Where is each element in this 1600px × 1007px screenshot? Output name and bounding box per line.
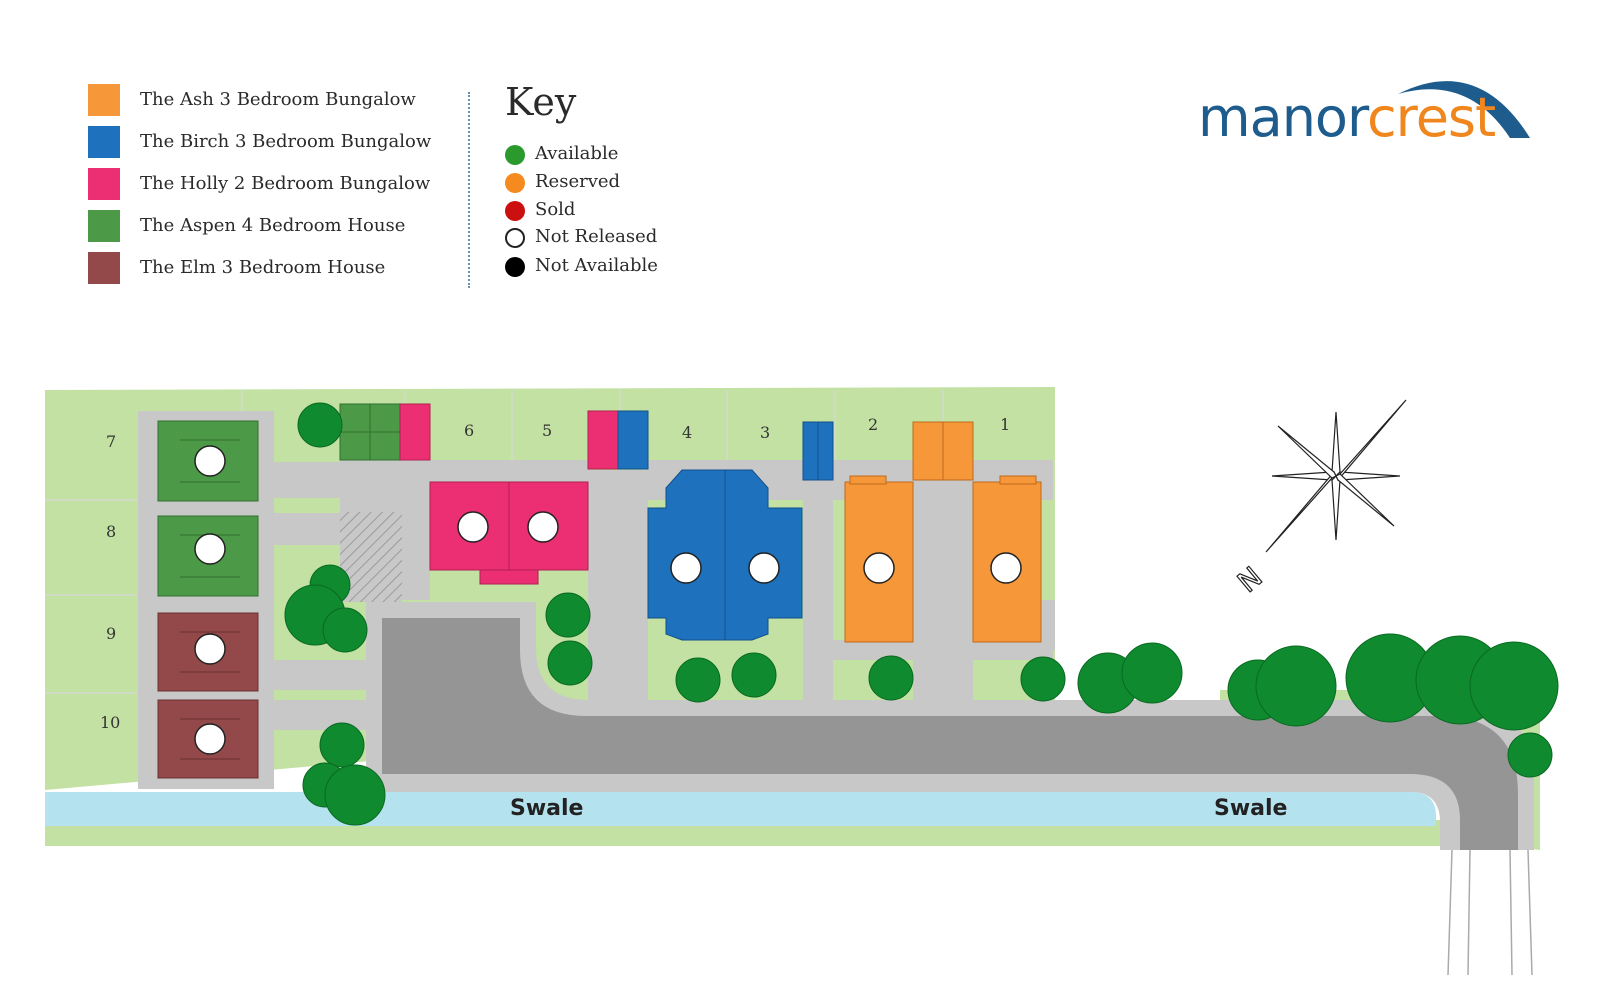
key-label: Not Available: [535, 255, 658, 276]
compass-north-label: N: [1231, 560, 1268, 599]
tree-icon: [1507, 732, 1553, 778]
key-label: Available: [535, 143, 619, 164]
plot-number-10: 10: [100, 713, 120, 732]
status-marker-plot-5[interactable]: [527, 511, 559, 543]
status-markers: [194, 445, 1022, 755]
tree-icon: [731, 652, 777, 698]
key-item-not-available: Not Available: [505, 255, 705, 279]
logo-text-crest: crest: [1366, 86, 1496, 149]
legend-swatch-elm: [88, 252, 120, 284]
swale-water: [45, 792, 1436, 826]
legend-swatch-ash: [88, 84, 120, 116]
house-plots-3-4: [647, 469, 803, 641]
status-marker-plot-3[interactable]: [748, 552, 780, 584]
tree-icon: [322, 607, 368, 653]
garage-blocks: [339, 403, 974, 481]
legend-swatch-holly: [88, 168, 120, 200]
legend-item-aspen: The Aspen 4 Bedroom House: [88, 210, 448, 242]
legend-label: The Aspen 4 Bedroom House: [140, 215, 406, 236]
legend-swatch-aspen: [88, 210, 120, 242]
status-marker-plot-6[interactable]: [457, 511, 489, 543]
plot-number-3: 3: [760, 423, 770, 442]
plot-number-2: 2: [868, 415, 878, 434]
site-entrance-lines: [1447, 849, 1533, 976]
manorcrest-logo: manorcrest: [1198, 66, 1538, 156]
legend-item-elm: The Elm 3 Bedroom House: [88, 252, 448, 284]
logo-text: manorcrest: [1198, 86, 1496, 149]
status-marker-plot-4[interactable]: [670, 552, 702, 584]
tree-icon: [324, 764, 386, 826]
status-dot-not-available: [505, 257, 525, 277]
status-dot-not-released: [505, 228, 525, 248]
tree-icon: [868, 655, 914, 701]
plot-number-4: 4: [682, 423, 692, 442]
plot-number-6: 6: [464, 421, 474, 440]
tree-icon: [1020, 656, 1066, 702]
tree-icon: [675, 657, 721, 703]
legend-label: The Holly 2 Bedroom Bungalow: [140, 173, 431, 194]
key-label: Sold: [535, 199, 576, 220]
key-item-sold: Sold: [505, 199, 705, 223]
key-label: Not Released: [535, 226, 658, 247]
legend-label: The Birch 3 Bedroom Bungalow: [140, 131, 432, 152]
swale-label-left: Swale: [510, 796, 583, 821]
legend-item-birch: The Birch 3 Bedroom Bungalow: [88, 126, 448, 158]
key-item-reserved: Reserved: [505, 171, 705, 195]
status-marker-plot-2[interactable]: [863, 552, 895, 584]
status-dot-available: [505, 145, 525, 165]
legend-item-holly: The Holly 2 Bedroom Bungalow: [88, 168, 448, 200]
plot-number-8: 8: [106, 522, 116, 541]
legend-swatch-birch: [88, 126, 120, 158]
tree-icon: [1469, 641, 1559, 731]
main-road: [382, 618, 1518, 850]
legend-divider: [468, 92, 470, 288]
tree-icon: [319, 722, 365, 768]
status-marker-plot-7[interactable]: [194, 445, 226, 477]
plot-numbers: 1 2 3 4 5 6 7 8 9 10: [100, 415, 1010, 732]
key-item-available: Available: [505, 143, 705, 167]
status-dot-reserved: [505, 173, 525, 193]
legend-item-ash: The Ash 3 Bedroom Bungalow: [88, 84, 448, 116]
logo-arc-icon: [1398, 81, 1530, 138]
tree-icon: [1121, 642, 1183, 704]
plot-number-5: 5: [542, 421, 552, 440]
tree-icon: [297, 402, 343, 448]
compass-icon: [1265, 399, 1407, 553]
trees: [284, 402, 1559, 826]
key-item-not-released: Not Released: [505, 226, 705, 250]
key-title: Key: [505, 80, 577, 124]
key-label: Reserved: [535, 171, 621, 192]
status-marker-plot-1[interactable]: [990, 552, 1022, 584]
status-marker-plot-8[interactable]: [194, 533, 226, 565]
status-marker-plot-10[interactable]: [194, 723, 226, 755]
house-plots-5-6: [429, 481, 589, 585]
plot-number-7: 7: [106, 432, 116, 451]
status-dot-sold: [505, 201, 525, 221]
tree-icon: [1255, 645, 1337, 727]
status-marker-plot-9[interactable]: [194, 633, 226, 665]
tree-icon: [547, 640, 593, 686]
legend-label: The Ash 3 Bedroom Bungalow: [140, 89, 416, 110]
tree-icon: [545, 592, 591, 638]
logo-text-manor: manor: [1198, 86, 1368, 149]
plot-number-9: 9: [106, 624, 116, 643]
swale-label-right: Swale: [1214, 796, 1287, 821]
plot-number-1: 1: [1000, 415, 1010, 434]
legend-label: The Elm 3 Bedroom House: [140, 257, 386, 278]
